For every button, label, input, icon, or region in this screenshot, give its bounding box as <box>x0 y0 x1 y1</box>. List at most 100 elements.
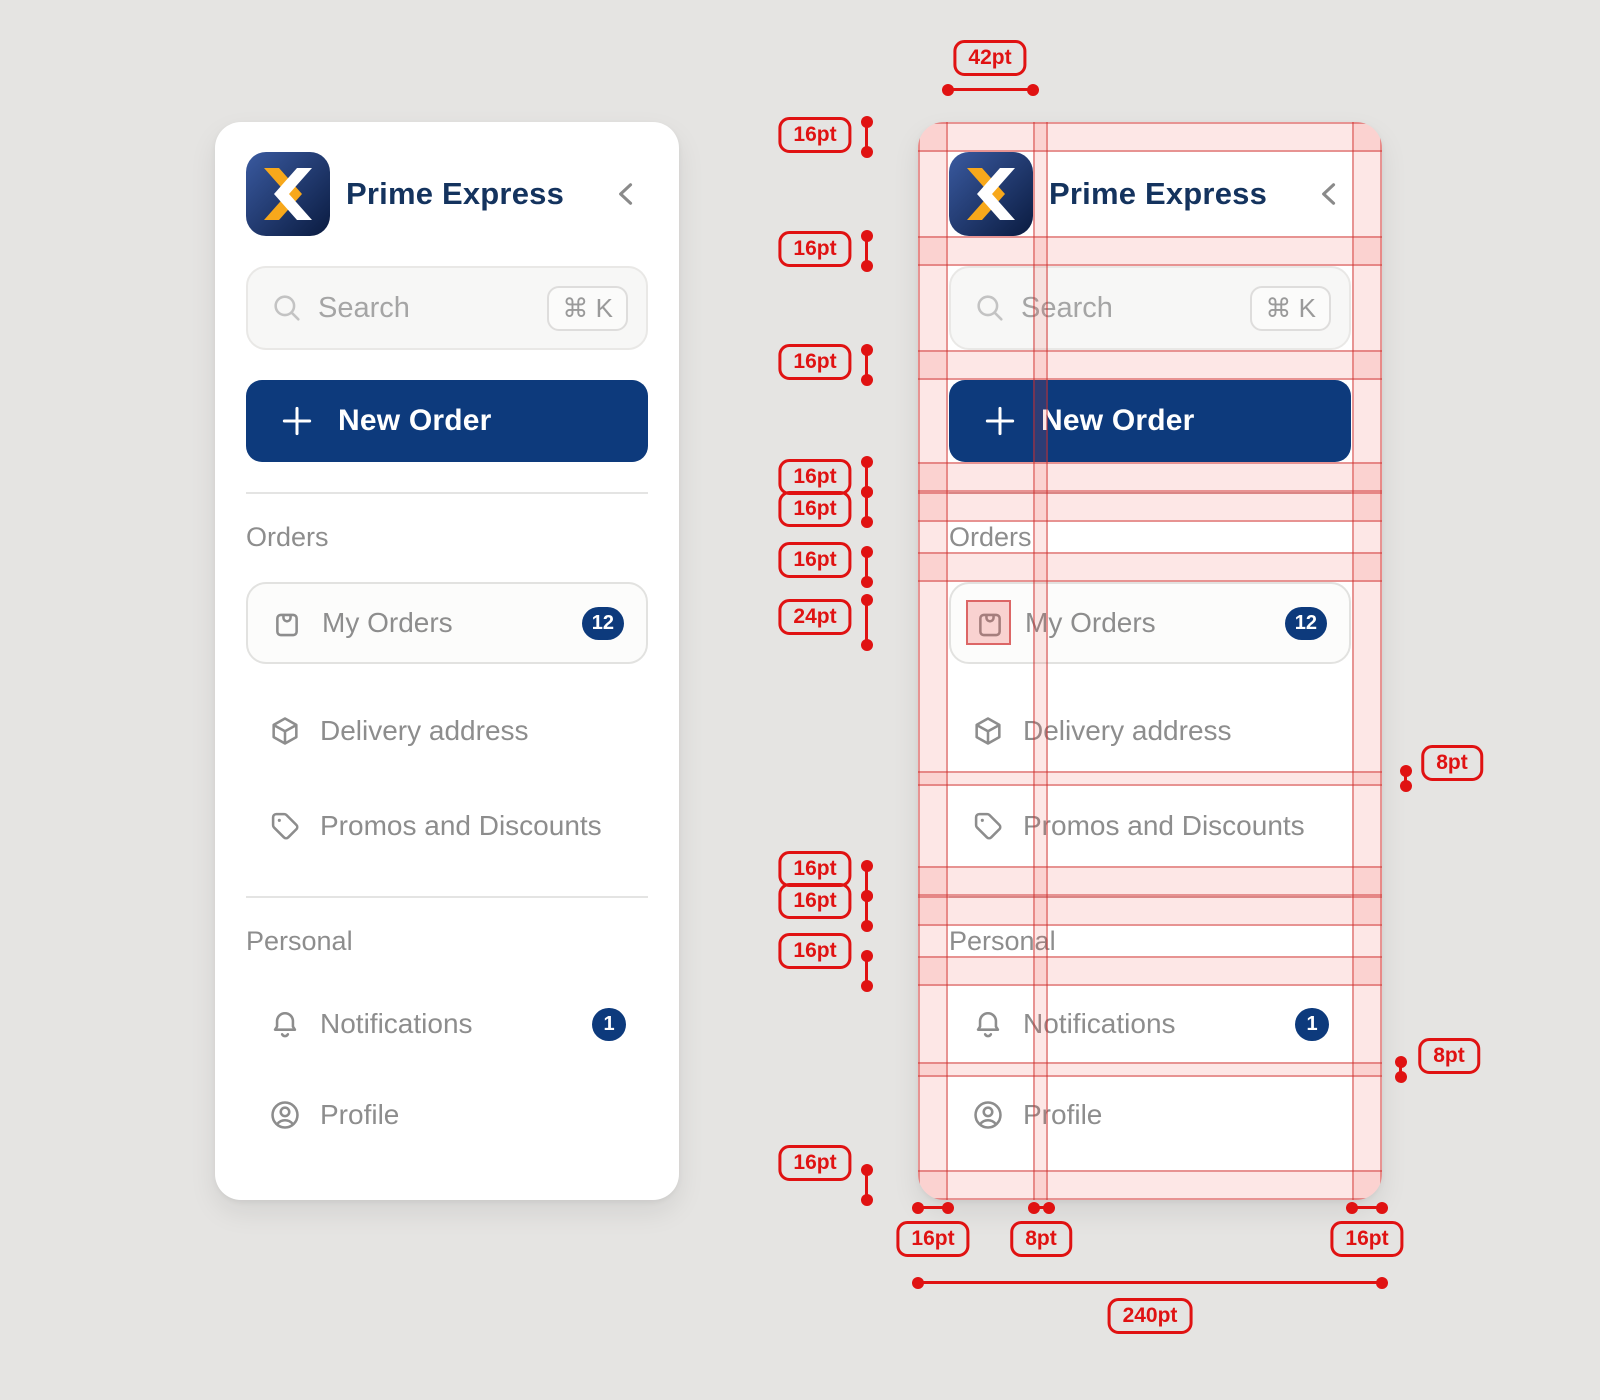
sidebar-item-my-orders[interactable]: My Orders 12 <box>246 582 648 664</box>
grid-column-right-margin <box>1352 122 1382 1200</box>
section-divider <box>949 492 1351 494</box>
item-label: My Orders <box>322 607 453 638</box>
measure-label-16pt: 16pt <box>778 459 852 495</box>
collapse-sidebar-button[interactable] <box>1313 177 1347 211</box>
bell-icon <box>971 1007 1005 1041</box>
measure-label-240pt: 240pt <box>1107 1298 1193 1334</box>
measure-label-16pt: 16pt <box>1330 1221 1404 1257</box>
dim-line-icon-text-gap <box>1034 1206 1049 1209</box>
grid-row-promos-divider-gap <box>918 866 1382 896</box>
dim-line-divider-orders-gap <box>865 492 868 522</box>
notifications-count-badge: 1 <box>592 1007 626 1041</box>
new-order-label: New Order <box>1041 404 1195 437</box>
orders-count-badge: 12 <box>581 606 624 640</box>
measure-label-16pt: 16pt <box>778 851 852 887</box>
grid-row-button-divider-gap <box>918 462 1382 492</box>
measure-label-16pt: 16pt <box>896 1221 970 1257</box>
section-divider <box>246 896 648 898</box>
app-title: Prime Express <box>1049 176 1268 211</box>
dim-line-personal-item-gap <box>865 956 868 986</box>
search-icon <box>973 291 1007 325</box>
measure-label-16pt: 16pt <box>778 542 852 578</box>
dim-line-logo-width <box>948 88 1033 91</box>
dim-line-promos-divider-gap <box>865 866 868 896</box>
section-divider <box>949 896 1351 898</box>
item-label: Promos and Discounts <box>320 810 602 841</box>
dim-line-orders-item-gap <box>865 552 868 582</box>
dim-line-logo-search-gap <box>865 236 868 266</box>
measure-label-16pt: 16pt <box>778 883 852 919</box>
grid-row-personal-item-gap <box>918 956 1382 986</box>
sidebar-item-my-orders[interactable]: My Orders 12 <box>949 582 1351 664</box>
sidebar-item-profile[interactable]: Profile <box>949 1077 1351 1153</box>
search-input[interactable]: Search ⌘ K <box>246 266 648 350</box>
dim-line-panel-width <box>918 1281 1382 1284</box>
search-placeholder: Search <box>318 291 410 324</box>
sidebar-item-notifications[interactable]: Notifications 1 <box>246 986 648 1062</box>
sidebar-item-delivery-address[interactable]: Delivery address <box>949 691 1351 771</box>
grid-row-orders-item-gap <box>918 552 1382 582</box>
measure-label-16pt: 16pt <box>778 117 852 153</box>
app-title: Prime Express <box>346 176 565 211</box>
user-circle-icon <box>971 1098 1005 1132</box>
item-label: Delivery address <box>1023 715 1232 746</box>
sidebar-header: Prime Express <box>246 152 648 236</box>
dim-line-list-gap-8 <box>1404 771 1407 786</box>
prime-express-logo-icon <box>949 152 1033 236</box>
sidebar-item-notifications[interactable]: Notifications 1 <box>949 986 1351 1062</box>
grid-row-item-gap-8 <box>918 1062 1382 1077</box>
measure-label-8pt: 8pt <box>1421 745 1483 781</box>
dim-line-top-margin <box>865 122 868 152</box>
dim-line-button-divider-gap <box>865 462 868 492</box>
measure-label-24pt: 24pt <box>778 599 852 635</box>
sidebar-item-promos[interactable]: Promos and Discounts <box>949 786 1351 866</box>
search-placeholder: Search <box>1021 291 1113 324</box>
measure-label-16pt: 16pt <box>778 344 852 380</box>
dim-line-search-button-gap <box>865 350 868 380</box>
prime-express-logo-icon <box>246 152 330 236</box>
bell-icon <box>268 1007 302 1041</box>
new-order-button[interactable]: New Order <box>949 380 1351 462</box>
grid-row-divider-personal-gap <box>918 896 1382 926</box>
price-tag-icon <box>268 809 302 843</box>
dim-line-icon-size <box>865 600 868 645</box>
measure-label-16pt: 16pt <box>778 1145 852 1181</box>
notifications-count-badge: 1 <box>1295 1007 1329 1041</box>
grid-row-logo-search-gap <box>918 236 1382 266</box>
shopping-bag-icon <box>270 606 304 640</box>
measure-label-16pt: 16pt <box>778 933 852 969</box>
orders-count-badge: 12 <box>1284 606 1327 640</box>
new-order-label: New Order <box>338 404 492 437</box>
item-label: Delivery address <box>320 715 529 746</box>
package-box-icon <box>268 714 302 748</box>
measure-label-16pt: 16pt <box>778 491 852 527</box>
measure-label-16pt: 16pt <box>778 231 852 267</box>
grid-row-top-margin <box>918 122 1382 152</box>
sidebar-item-promos[interactable]: Promos and Discounts <box>246 786 648 866</box>
search-shortcut-badge: ⌘ K <box>547 285 628 331</box>
search-icon <box>270 291 304 325</box>
measure-label-42pt: 42pt <box>953 40 1027 76</box>
grid-column-left-margin <box>918 122 948 1200</box>
dim-line-list-gap-8 <box>1399 1062 1402 1077</box>
item-label: Profile <box>320 1099 400 1130</box>
section-label-personal: Personal <box>246 926 353 956</box>
item-label: Profile <box>1023 1099 1103 1130</box>
section-label-orders: Orders <box>949 522 1032 552</box>
section-label-orders: Orders <box>246 522 329 552</box>
search-shortcut-badge: ⌘ K <box>1250 285 1331 331</box>
grid-row-search-button-gap <box>918 350 1382 380</box>
measure-label-8pt: 8pt <box>1010 1221 1072 1257</box>
plus-icon <box>981 402 1019 440</box>
search-input[interactable]: Search ⌘ K <box>949 266 1351 350</box>
item-label: Notifications <box>320 1008 473 1039</box>
sidebar-header: Prime Express <box>949 152 1351 236</box>
sidebar-item-profile[interactable]: Profile <box>246 1077 648 1153</box>
sidebar-panel-annotated: Prime Express Search ⌘ K New Order Order… <box>918 122 1382 1200</box>
collapse-sidebar-button[interactable] <box>610 177 644 211</box>
section-label-personal: Personal <box>949 926 1056 956</box>
sidebar-item-delivery-address[interactable]: Delivery address <box>246 691 648 771</box>
dim-line-left-margin <box>918 1206 948 1209</box>
new-order-button[interactable]: New Order <box>246 380 648 462</box>
grid-row-bottom-margin <box>918 1170 1382 1200</box>
